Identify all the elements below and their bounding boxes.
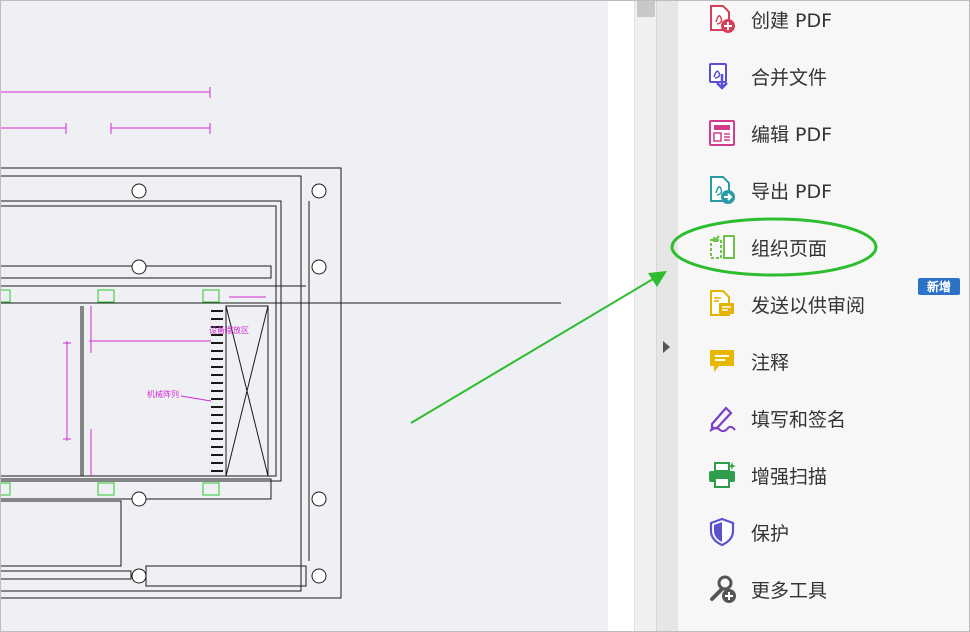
tool-label: 发送以供审阅 — [751, 294, 866, 317]
tool-label: 合并文件 — [751, 66, 828, 89]
combine-files-icon — [709, 63, 728, 90]
document-view[interactable]: 设备摆放区 机械阵列 — [1, 1, 608, 631]
more-tools-icon — [710, 575, 736, 603]
organize-pages-icon — [710, 235, 735, 259]
tool-label: 填写和签名 — [751, 408, 847, 431]
scrollbar-thumb[interactable] — [637, 1, 655, 17]
tool-label: 编辑 PDF — [751, 123, 833, 146]
create-pdf-icon — [710, 5, 735, 33]
floor-plan-drawing: 设备摆放区 机械阵列 — [1, 87, 561, 599]
tool-send-for-review[interactable]: 发送以供审阅 — [706, 284, 946, 324]
edit-pdf-icon — [709, 120, 735, 146]
tool-label: 更多工具 — [751, 579, 828, 602]
tool-fill-sign[interactable]: 填写和签名 — [706, 398, 946, 438]
tool-label: 创建 PDF — [751, 9, 833, 32]
tool-label: 导出 PDF — [751, 180, 833, 203]
export-pdf-icon — [710, 176, 735, 204]
room-annotation: 设备摆放区 — [209, 325, 249, 335]
tool-label: 保护 — [751, 522, 790, 545]
enhance-scan-icon — [709, 462, 736, 488]
tool-label: 增强扫描 — [751, 465, 828, 488]
tool-comment[interactable]: 注释 — [706, 341, 946, 381]
tool-label: 注释 — [751, 351, 790, 374]
tool-protect[interactable]: 保护 — [706, 512, 946, 552]
tool-export-pdf[interactable]: 导出 PDF — [706, 170, 946, 210]
tool-enhance-scan[interactable]: 增强扫描 — [706, 455, 946, 495]
tool-more-tools[interactable]: 更多工具 — [706, 569, 946, 609]
fill-sign-icon — [709, 406, 736, 433]
tool-label: 组织页面 — [751, 237, 828, 260]
tools-pane: 创建 PDF 合并文件 编辑 PDF — [678, 1, 969, 631]
comment-icon — [710, 350, 734, 372]
protect-icon — [709, 517, 735, 547]
tool-combine-files[interactable]: 合并文件 — [706, 56, 946, 96]
machine-annotation: 机械阵列 — [147, 389, 179, 399]
tool-organize-pages[interactable]: 组织页面 — [706, 227, 946, 267]
new-badge: 新增 — [918, 278, 960, 295]
panel-splitter[interactable] — [656, 1, 678, 631]
send-for-review-icon — [710, 290, 734, 316]
tool-edit-pdf[interactable]: 编辑 PDF — [706, 113, 946, 153]
vertical-scrollbar[interactable] — [634, 1, 657, 631]
collapse-panel-icon[interactable] — [663, 341, 670, 353]
tool-create-pdf[interactable]: 创建 PDF — [706, 1, 946, 39]
